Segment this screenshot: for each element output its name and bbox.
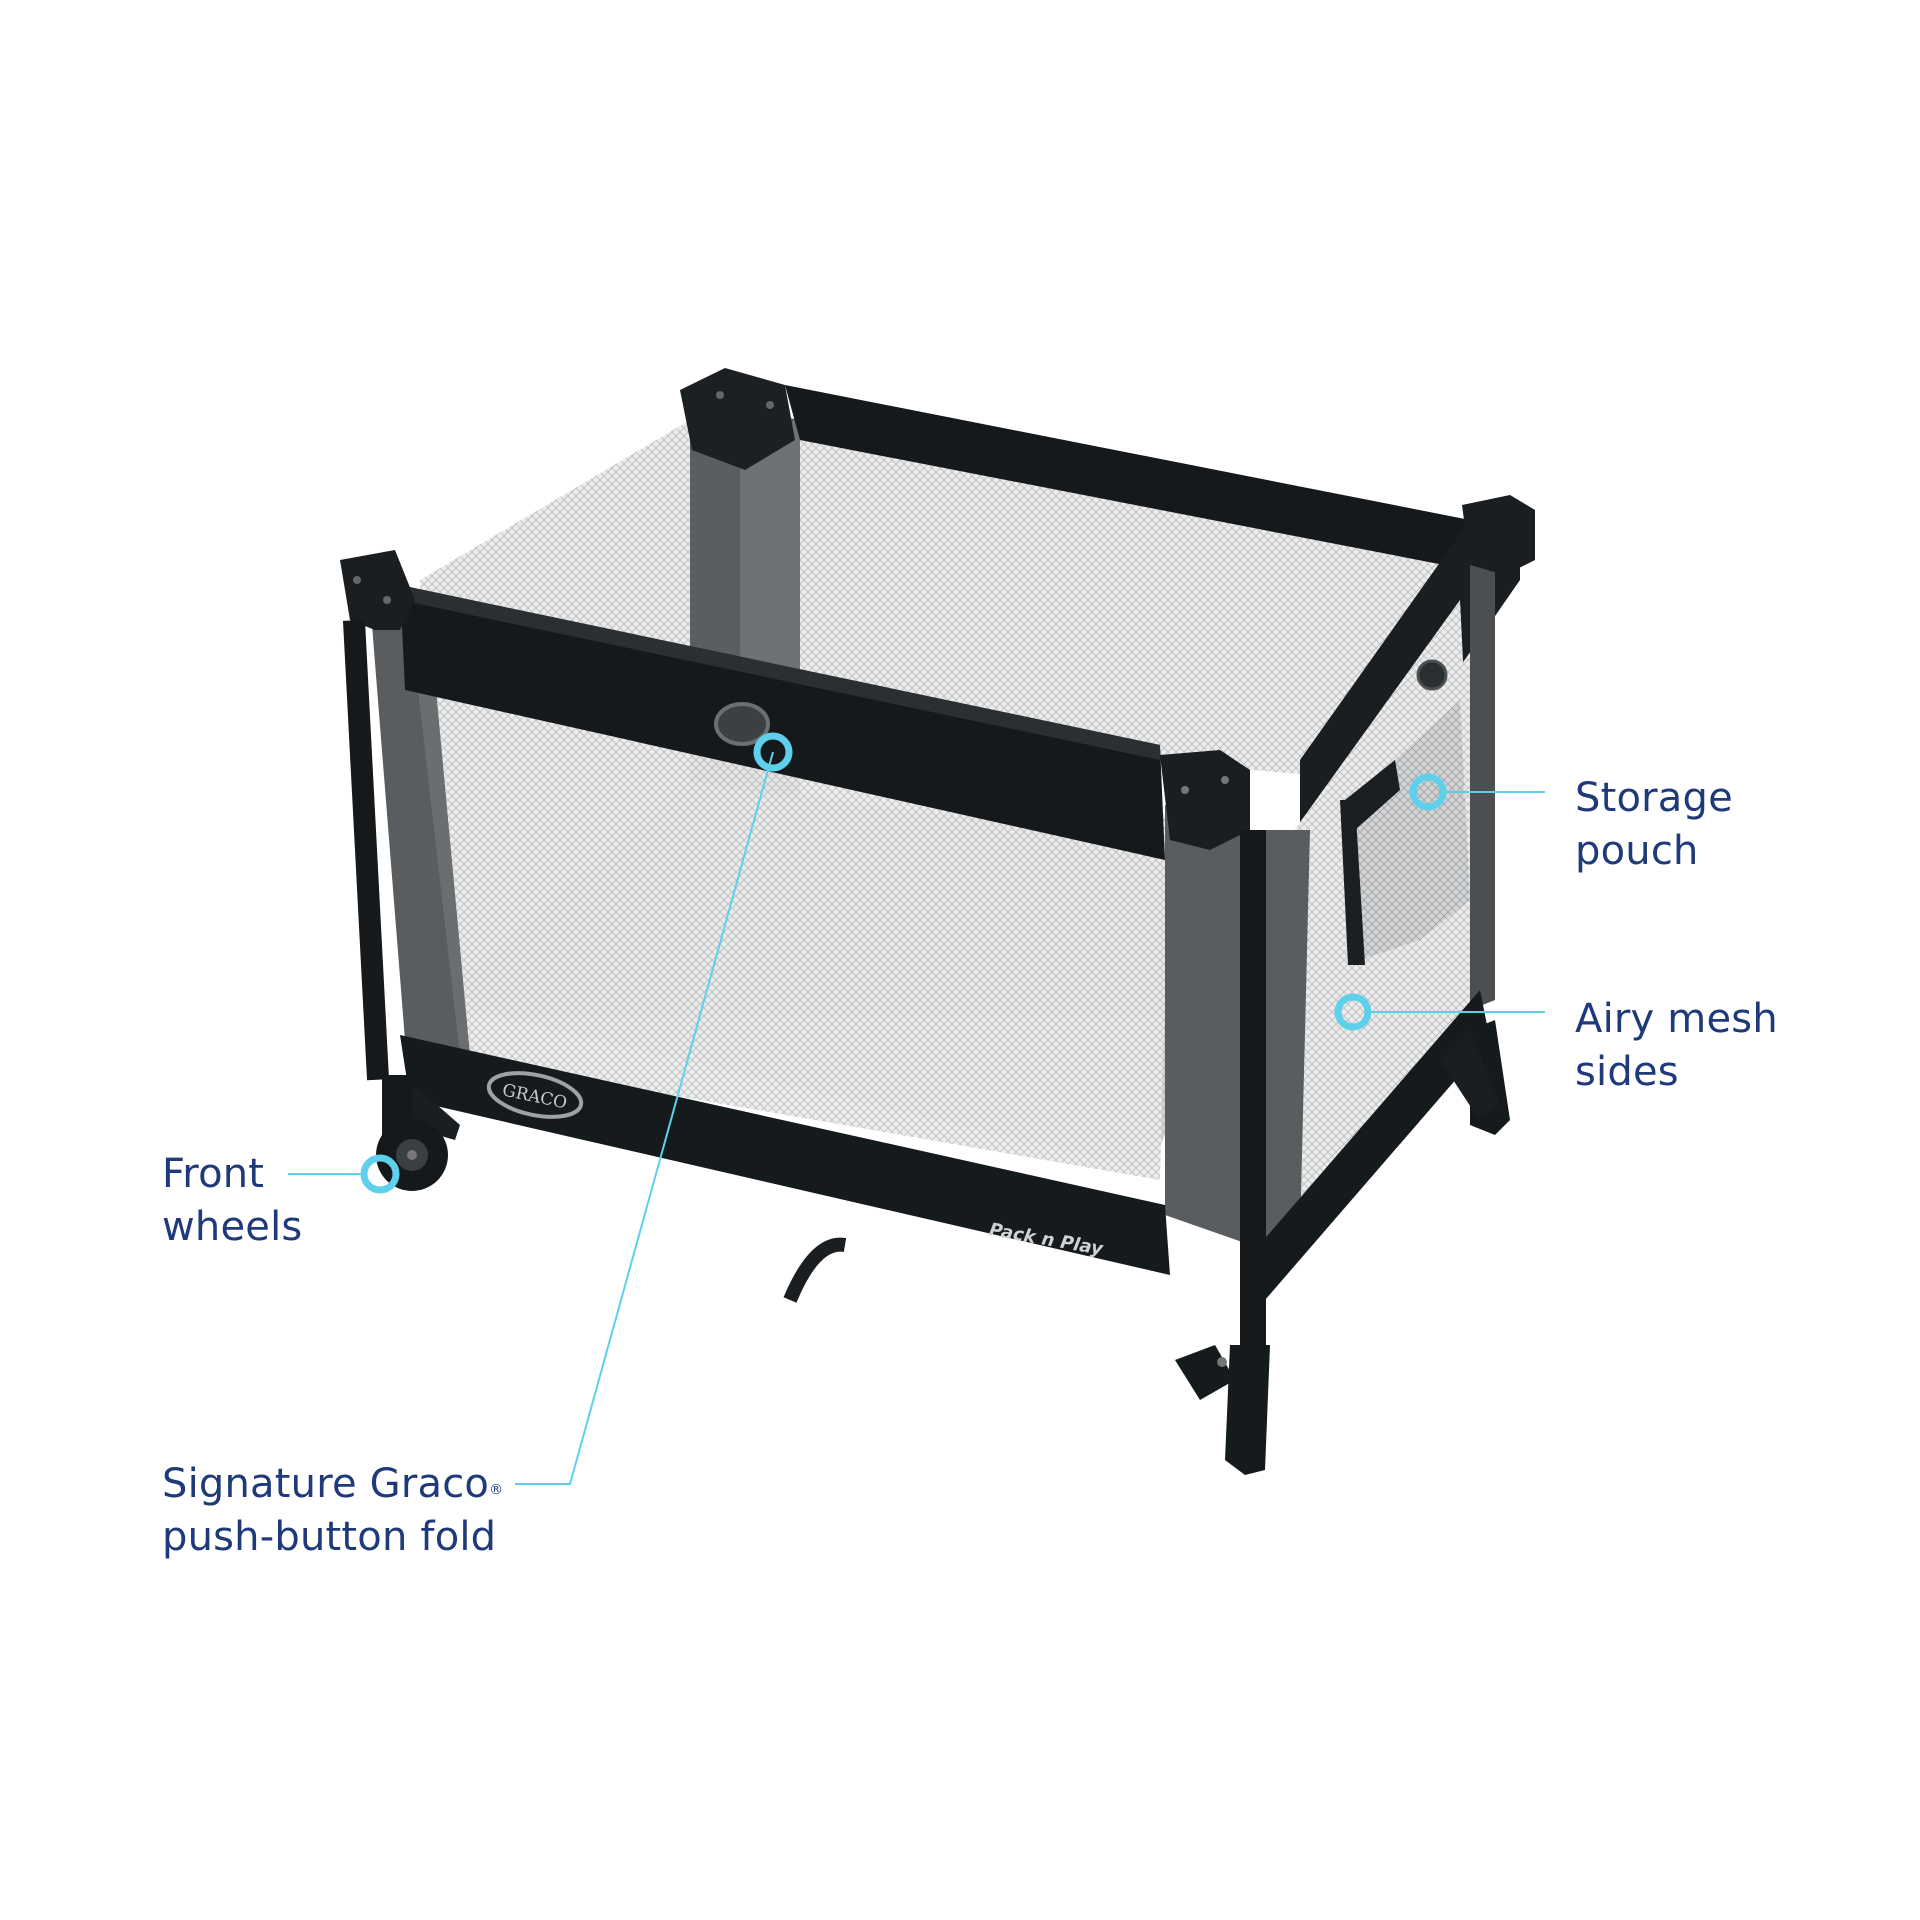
storage-pouch-label-line1: Storage: [1575, 775, 1733, 821]
graco-logo-badge: [486, 1071, 584, 1119]
fold-marker: [753, 732, 793, 772]
storage-pouch-callout: Storage pouch: [1575, 772, 1733, 878]
storage-pouch: [1345, 700, 1470, 960]
front-wheels-label-line2: wheels: [162, 1204, 303, 1250]
back-top-rail: [785, 385, 1470, 570]
push-button-fold-callout: Signature Graco® push-button fold: [162, 1458, 503, 1564]
push-button: [714, 702, 770, 746]
front-right-corner-post: [1160, 750, 1250, 850]
front-left-corner-post: [340, 550, 415, 630]
front-wheels-marker: [360, 1154, 400, 1194]
fold-label-text: Signature Graco: [162, 1461, 490, 1507]
registered-mark: ®: [489, 1482, 504, 1498]
airy-mesh-label-line2: sides: [1575, 1049, 1679, 1095]
fold-label-line2: push-button fold: [162, 1514, 497, 1560]
storage-pouch-marker: [1409, 773, 1447, 811]
left-front-post-panel: [370, 600, 465, 1050]
front-wheels-label-line1: Front: [162, 1151, 265, 1197]
callout-connectors: [288, 751, 1545, 1485]
back-left-corner-cap: [680, 368, 795, 470]
callout-markers: [360, 732, 1447, 1194]
fold-connector: [515, 751, 774, 1485]
airy-mesh-label-line1: Airy mesh: [1575, 996, 1778, 1042]
airy-mesh-callout: Airy mesh sides: [1575, 993, 1778, 1099]
front-top-rail: [400, 585, 1165, 860]
front-right-leg: [1225, 1345, 1270, 1475]
fold-bar: [783, 1237, 847, 1303]
front-wheels-callout: Front wheels: [162, 1148, 302, 1254]
airy-mesh-marker: [1334, 993, 1372, 1031]
back-right-corner-cap: [1462, 495, 1535, 575]
storage-pouch-label-line2: pouch: [1575, 828, 1699, 874]
fold-label-line1: Signature Graco®: [162, 1458, 503, 1511]
front-bottom-rail: [400, 1035, 1170, 1275]
